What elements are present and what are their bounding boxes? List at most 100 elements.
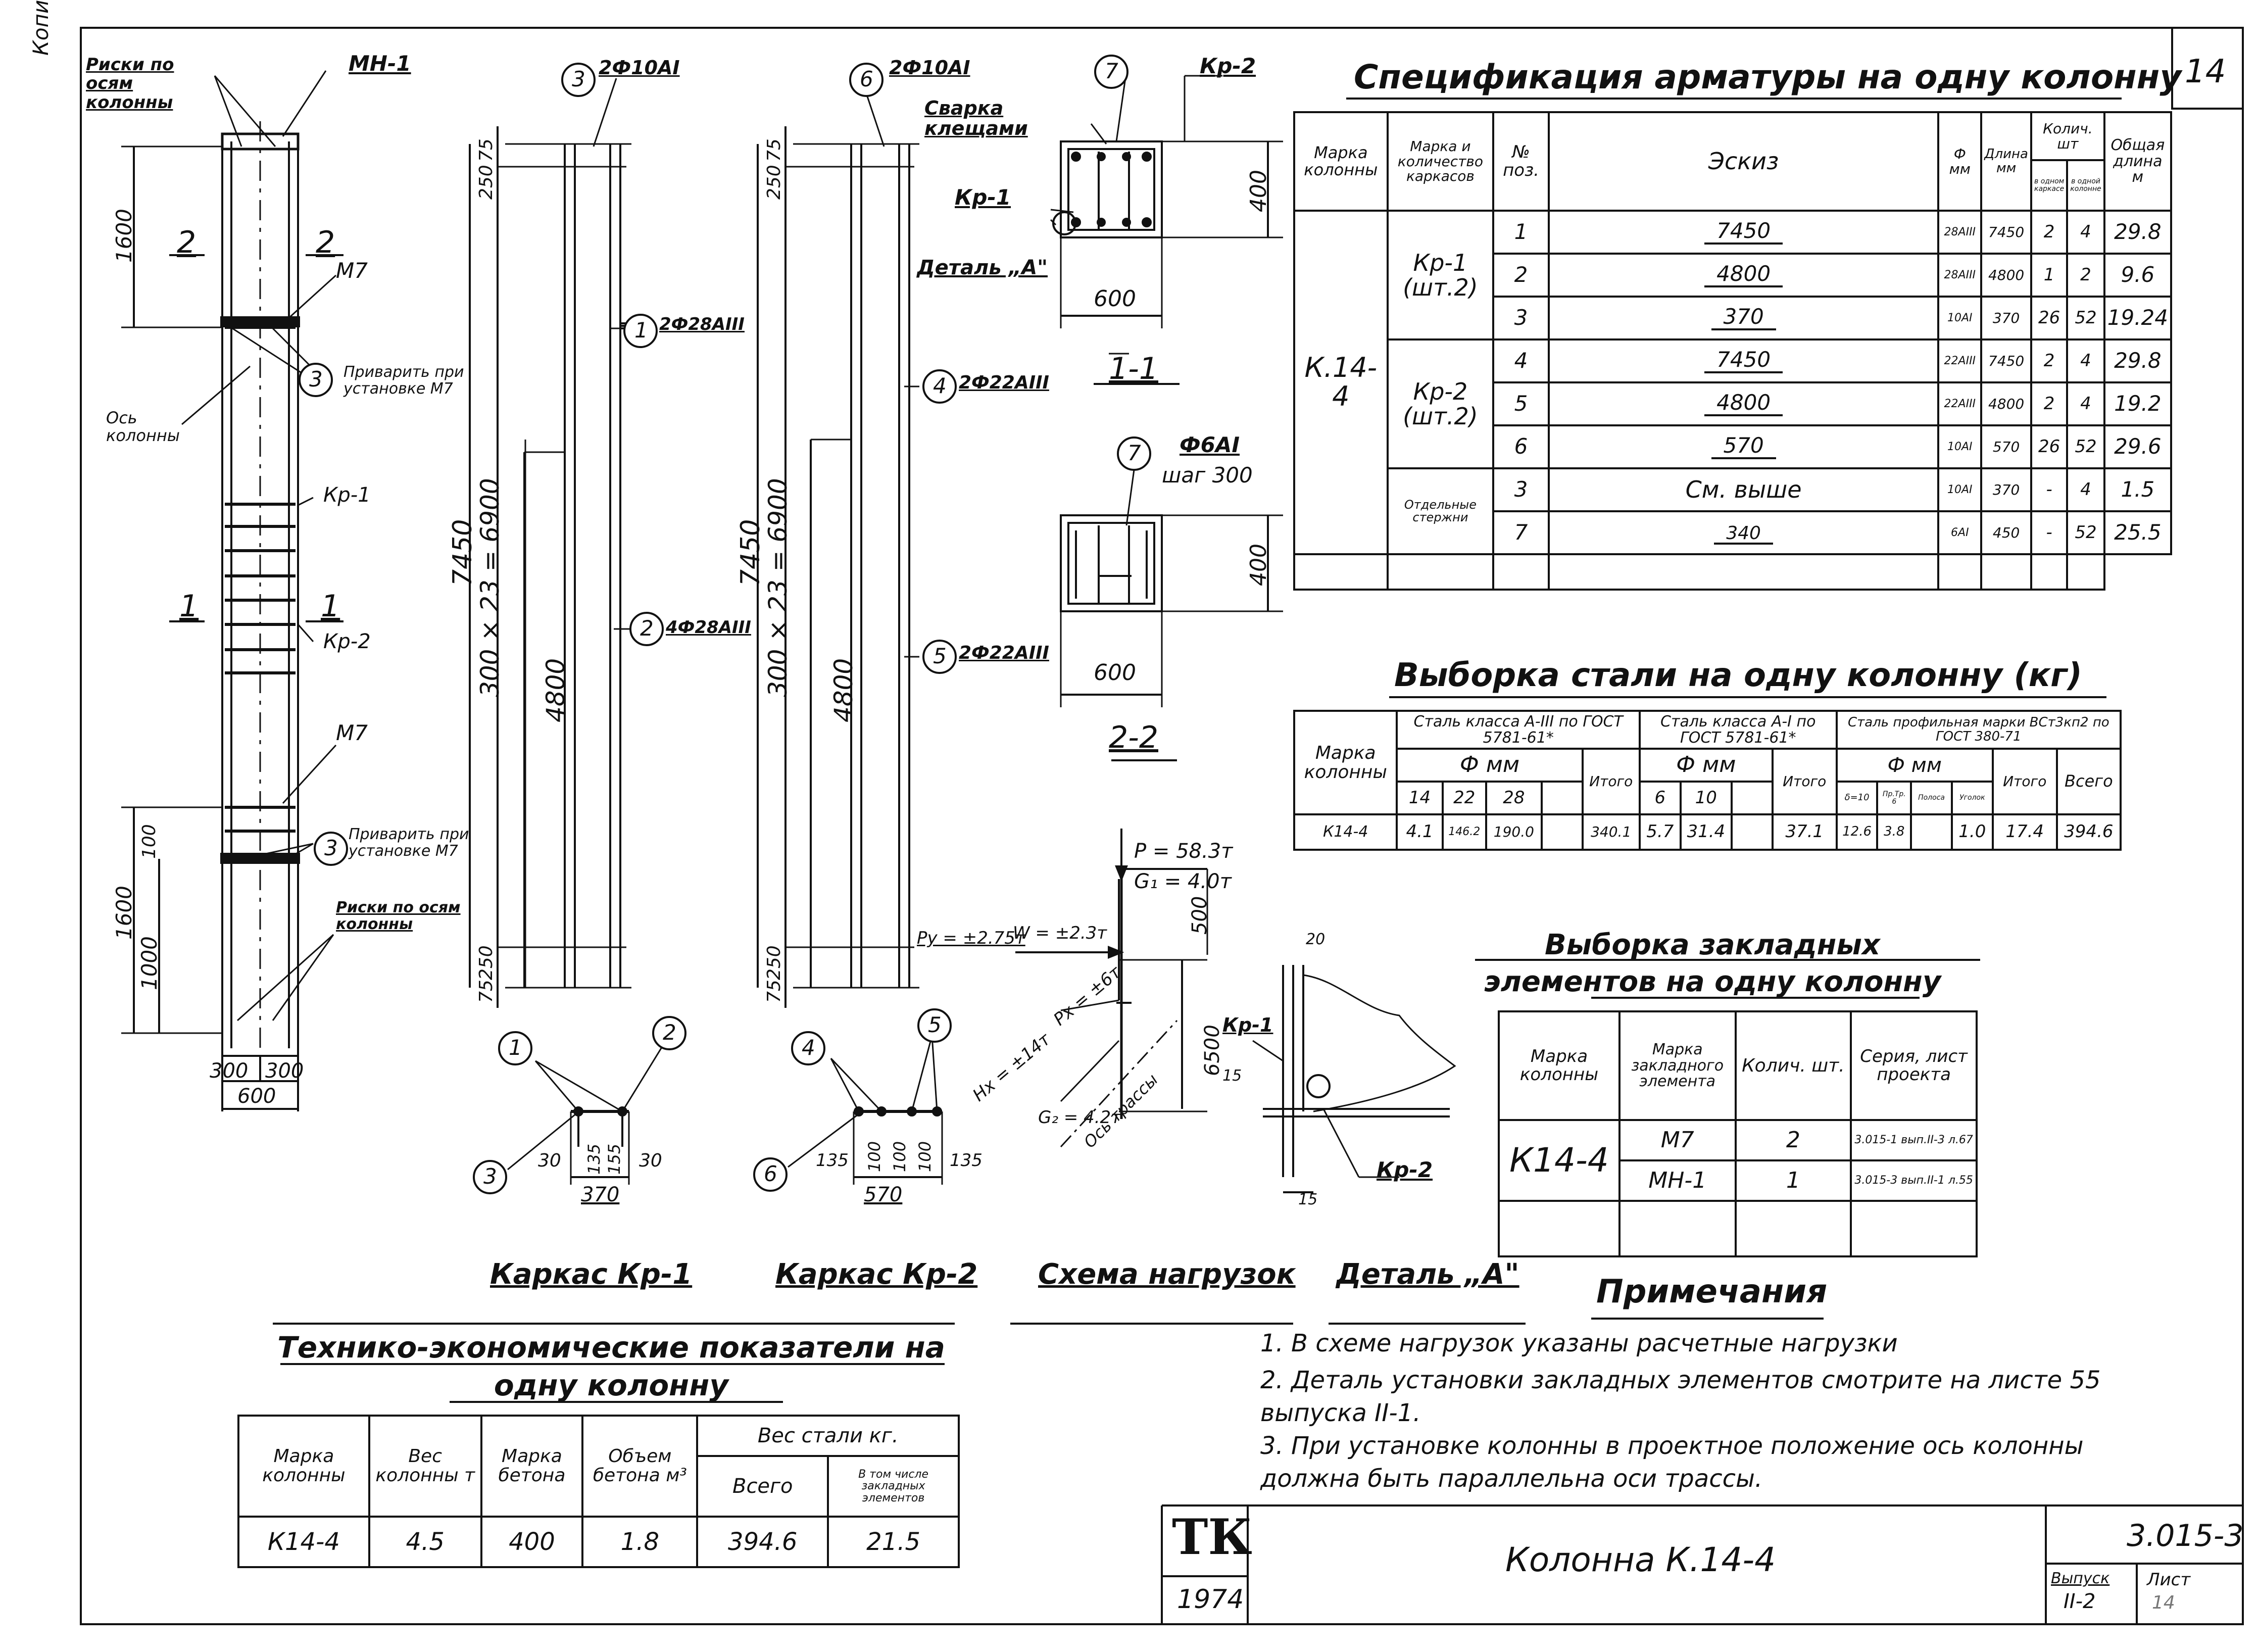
steel-itogo3: 17.4: [1991, 813, 2058, 851]
section-1-left: 1: [179, 589, 199, 624]
steel-h-dmm-a1: Ф мм: [1638, 748, 1774, 783]
label-risk-axes: Риски по осям колонны: [86, 55, 174, 113]
section-2-left: 2: [177, 225, 197, 260]
kr1-dim-total: 7450: [448, 519, 478, 586]
steel-h-p1: δ=10: [1835, 781, 1879, 815]
spec-dia: 10АI: [1937, 424, 1983, 469]
load-g2: G₂ = 4.2т: [1038, 1107, 1121, 1128]
emb-series: 3.015-1 вып.II-3 л.67: [1850, 1119, 1978, 1161]
kr1-h-135: 135: [584, 1143, 604, 1175]
steel-h-d6: 6: [1638, 781, 1682, 815]
spec-total: 19.24: [2103, 296, 2173, 341]
kr1-w-30b: 30: [639, 1150, 662, 1171]
spec-sketch: 370: [1711, 306, 1776, 330]
spec-dia: 22АIII: [1937, 381, 1983, 426]
spec-total: 29.6: [2103, 424, 2173, 469]
emb-h-series: Серия, лист проекта: [1850, 1010, 1978, 1121]
spec-dia: 28АIII: [1937, 253, 1983, 298]
note-1: 1. В схеме нагрузок указаны расчетные на…: [1260, 1329, 1898, 1357]
tep-h-weight: Вес колонны т: [368, 1415, 482, 1518]
spec-pos: 7: [1492, 510, 1550, 555]
da-dim-15a: 15: [1222, 1067, 1242, 1085]
tk-logo: ТК: [1172, 1509, 1252, 1566]
kr2-dim-250-bot: 250: [764, 945, 784, 980]
kr1-bar1: 2Ф28АIII: [659, 314, 745, 334]
steel-h-p4: Уголок: [1950, 781, 1994, 815]
tep-h-volume: Объем бетона м³: [581, 1415, 699, 1518]
load-g1: G₁ = 4.0т: [1134, 870, 1232, 893]
bubble-1-sec: 1: [509, 1035, 522, 1060]
spec-sketch: 340: [1714, 523, 1773, 545]
tep-h-steel: Вес стали кг.: [696, 1415, 960, 1457]
kr1-dim-250-bot: 250: [476, 945, 497, 980]
tep-concrete: 400: [480, 1516, 584, 1568]
embedded-table: Марка колонны Марка закладного элемента …: [1498, 1010, 1978, 1257]
tep-table: Марка колонны Вес колонны т Марка бетона…: [237, 1415, 960, 1568]
steel-itogo1: 340.1: [1581, 813, 1641, 851]
spec-total: 25.5: [2103, 510, 2173, 555]
spec-title: Спецификация арматуры на одну колонну: [1354, 58, 2182, 96]
kr2-caption: Каркас Кр-2: [775, 1258, 978, 1291]
kr1-dim-4800: 4800: [541, 658, 570, 722]
bubble-5-sec: 5: [928, 1012, 942, 1037]
kr2-elevation: [757, 78, 919, 1008]
s22-dim-w: 600: [1094, 660, 1136, 686]
spec-sketch: 7450: [1704, 220, 1783, 245]
spec-ncage: 2: [2030, 338, 2069, 383]
s11-dim-w: 600: [1094, 286, 1136, 312]
tep-title: Технико-экономические показатели на одну…: [277, 1330, 945, 1403]
emb-h-elem: Марка закладного элемента: [1618, 1010, 1737, 1121]
label-kr1: Кр-1: [323, 483, 371, 507]
steel-h-d10: 10: [1679, 781, 1733, 815]
detail-a: [1252, 965, 1456, 1193]
kr2-w-100c: 100: [915, 1141, 935, 1172]
spec-ncage: -: [2030, 510, 2069, 555]
spec-len: 370: [1980, 467, 2032, 512]
steel-h-dmm-a3: Ф мм: [1396, 748, 1584, 783]
tep-h-all: Всего: [696, 1455, 829, 1518]
label-kr2: Кр-2: [323, 630, 371, 653]
steel-table: Марка колонны Сталь класса А-III по ГОСТ…: [1293, 710, 2122, 851]
kr2-dim-total: 7450: [735, 519, 766, 586]
tep-h-concrete: Марка бетона: [480, 1415, 584, 1518]
bubble-4: 4: [933, 373, 947, 398]
spec-group-sep: Отдельные стержни: [1386, 467, 1495, 555]
kr1-dim-pitch: 300 × 23 = 6900: [475, 478, 505, 697]
dim-1000: 1000: [137, 936, 162, 990]
steel-p1: 12.6: [1835, 813, 1879, 851]
section-1-right: 1: [321, 589, 340, 624]
sheet-number-box: [2171, 27, 2244, 110]
steel-title: Выборка стали на одну колонну (кг): [1394, 657, 2082, 694]
label-m7-top: М7: [336, 258, 368, 283]
steel-h-vsego: Всего: [2055, 748, 2122, 815]
kr2-w-135a: 135: [816, 1150, 849, 1171]
s11-kr2: Кр-2: [1200, 54, 1256, 78]
load-p: P = 58.3т: [1134, 840, 1233, 863]
dim-300a: 300: [210, 1059, 249, 1083]
spec-h-total: Общая длина м: [2103, 111, 2173, 212]
steel-mark: К14-4: [1293, 813, 1398, 851]
kr2-w-100a: 100: [865, 1141, 884, 1172]
spec-total: 19.2: [2103, 381, 2173, 426]
steel-vsego: 394.6: [2055, 813, 2122, 851]
embedded-title: Выборка закладных элементов на одну коло…: [1484, 929, 1941, 998]
bubble-6-sec: 6: [764, 1161, 777, 1186]
spec-ncol: 52: [2066, 424, 2105, 469]
kr1-dim-250: 250: [476, 165, 497, 200]
da-kr1: Кр-1: [1222, 1014, 1273, 1036]
s22-title: 2-2: [1109, 720, 1158, 755]
steel-v22: 146.2: [1441, 813, 1488, 851]
spec-ncage: 2: [2030, 381, 2069, 426]
spec-pos: 3: [1492, 467, 1550, 512]
kr2-bar5: 2Ф22АIII: [959, 643, 1049, 663]
spec-ncol: 4: [2066, 338, 2105, 383]
bubble-7-s22: 7: [1127, 441, 1141, 465]
steel-itogo2: 37.1: [1771, 813, 1838, 851]
bubble-3: 3: [572, 67, 585, 91]
steel-h-a3: Сталь класса А-III по ГОСТ 5781-61*: [1396, 710, 1641, 750]
spec-ncol: 4: [2066, 467, 2105, 512]
label-risk-bottom: Риски по осям колонны: [336, 899, 461, 933]
dim-1600-top: 1600: [112, 209, 136, 263]
spec-len: 450: [1980, 510, 2032, 555]
spec-sketch: 7450: [1704, 349, 1783, 373]
